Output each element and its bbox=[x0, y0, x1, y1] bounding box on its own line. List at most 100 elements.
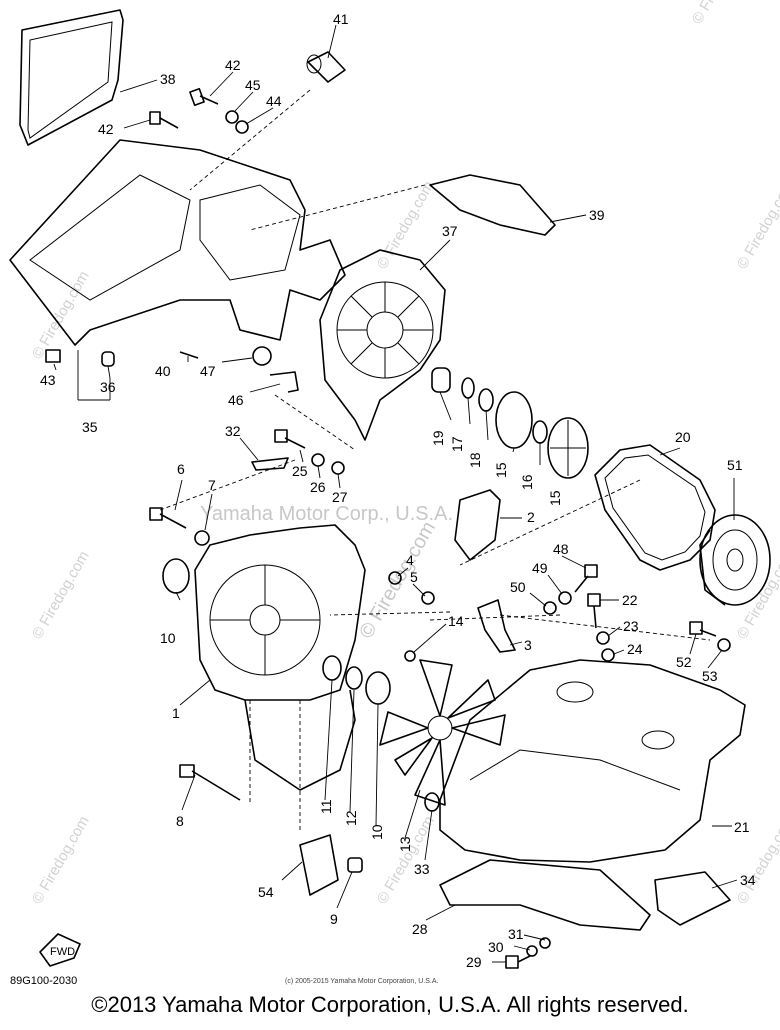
fan-case-1 bbox=[194, 524, 366, 791]
clip-40 bbox=[179, 351, 199, 359]
callout-28: 28 bbox=[412, 921, 428, 937]
washer-30 bbox=[526, 945, 538, 957]
bolt-22 bbox=[587, 593, 601, 629]
panel-39 bbox=[429, 174, 556, 236]
cover-plate-54 bbox=[299, 834, 339, 896]
bolt-8 bbox=[179, 764, 241, 801]
callout-46: 46 bbox=[228, 392, 244, 408]
pulley-51 bbox=[699, 514, 771, 606]
callout-4: 4 bbox=[406, 552, 414, 568]
watermark-site: © Firedog.com bbox=[355, 518, 440, 643]
fan-housing-37 bbox=[319, 249, 446, 441]
bolt-25 bbox=[274, 429, 306, 449]
callout-9: 9 bbox=[330, 911, 338, 927]
bearing-10b bbox=[365, 671, 391, 705]
callout-26: 26 bbox=[310, 479, 326, 495]
watermark-site: © Firedog.com bbox=[734, 178, 780, 272]
diagram-code: 89G100-2030 bbox=[10, 975, 77, 987]
assembly-lines bbox=[159, 89, 711, 830]
callout-13: 13 bbox=[397, 836, 413, 852]
nut-27 bbox=[331, 461, 345, 475]
nut-50 bbox=[543, 601, 557, 615]
callout-36: 36 bbox=[100, 379, 116, 395]
v-belt-20 bbox=[594, 444, 716, 571]
small-copyright: (c) 2005-2015 Yamaha Motor Corporation, … bbox=[285, 978, 438, 985]
screw-4 bbox=[388, 571, 402, 585]
callout-42: 42 bbox=[98, 121, 114, 137]
bolt-43 bbox=[45, 349, 61, 363]
callout-41: 41 bbox=[333, 11, 349, 27]
washer-31 bbox=[539, 937, 551, 949]
plate-34 bbox=[654, 871, 731, 926]
callout-49: 49 bbox=[532, 560, 548, 576]
callout-16: 16 bbox=[519, 474, 535, 490]
callout-33: 33 bbox=[414, 861, 430, 877]
watermark-site: © Firedog.com bbox=[29, 813, 93, 907]
leader-lines bbox=[53, 24, 738, 963]
callout-45: 45 bbox=[245, 77, 261, 93]
fan-13 bbox=[379, 659, 506, 806]
watermark-site: © Firedog.com bbox=[29, 548, 93, 642]
callout-34: 34 bbox=[740, 872, 756, 888]
callout-7: 7 bbox=[208, 477, 216, 493]
collar-11 bbox=[322, 655, 342, 681]
grommet-14 bbox=[404, 650, 416, 662]
callout-43: 43 bbox=[40, 372, 56, 388]
watermark-site: © Firedog.com bbox=[29, 268, 93, 362]
washer-17 bbox=[461, 377, 475, 399]
callout-15: 15 bbox=[493, 462, 509, 478]
callout-12: 12 bbox=[343, 810, 359, 826]
washer-53 bbox=[717, 638, 731, 652]
callout-labels: 41 38 42 45 44 42 39 37 43 36 40 47 46 3… bbox=[40, 11, 756, 970]
bearing-10a bbox=[162, 558, 190, 594]
bolt-6 bbox=[149, 507, 187, 529]
callout-1: 1 bbox=[172, 705, 180, 721]
callout-15: 15 bbox=[547, 490, 563, 506]
bolt-42a bbox=[189, 87, 219, 107]
callout-25: 25 bbox=[292, 463, 308, 479]
lower-belt-cover-21 bbox=[439, 659, 746, 863]
pulley-half-15b bbox=[547, 417, 589, 479]
washer-23 bbox=[596, 631, 610, 645]
spacer-16 bbox=[532, 420, 548, 444]
callout-19: 19 bbox=[430, 430, 446, 446]
callout-31: 31 bbox=[508, 926, 524, 942]
callout-51: 51 bbox=[727, 457, 743, 473]
cover-2 bbox=[454, 489, 501, 561]
callout-29: 29 bbox=[466, 954, 482, 970]
watermark-site: © Firedog.com bbox=[374, 178, 438, 272]
fwd-label: FWD bbox=[50, 946, 75, 958]
callout-2: 2 bbox=[527, 509, 535, 525]
callout-37: 37 bbox=[442, 223, 458, 239]
callout-30: 30 bbox=[488, 939, 504, 955]
washer-26 bbox=[311, 453, 325, 467]
callout-8: 8 bbox=[176, 813, 184, 829]
pulley-half-15a bbox=[495, 391, 533, 449]
callout-23: 23 bbox=[623, 618, 639, 634]
callout-27: 27 bbox=[332, 489, 348, 505]
washer-5 bbox=[421, 591, 435, 605]
washer-7 bbox=[194, 530, 210, 546]
callout-20: 20 bbox=[675, 429, 691, 445]
footer-copyright: ©2013 Yamaha Motor Corporation, U.S.A. A… bbox=[91, 992, 689, 1017]
washer-49 bbox=[558, 591, 572, 605]
callout-38: 38 bbox=[160, 71, 176, 87]
bracket-46 bbox=[269, 371, 299, 393]
watermark-site: © Firedog.com bbox=[689, 0, 753, 27]
callout-54: 54 bbox=[258, 884, 274, 900]
callout-10: 10 bbox=[369, 824, 385, 840]
washer-18 bbox=[478, 388, 494, 412]
callout-47: 47 bbox=[200, 363, 216, 379]
collar-19 bbox=[431, 367, 451, 393]
watermark-main: Yamaha Motor Corp., U.S.A. bbox=[200, 503, 453, 525]
callout-35: 35 bbox=[82, 419, 98, 435]
callout-22: 22 bbox=[622, 592, 638, 608]
bolt-29 bbox=[505, 955, 531, 969]
washer-44 bbox=[235, 120, 249, 134]
gasket-38 bbox=[19, 9, 124, 146]
callout-10: 10 bbox=[160, 630, 176, 646]
callout-3: 3 bbox=[524, 637, 532, 653]
callout-32: 32 bbox=[225, 423, 241, 439]
callout-48: 48 bbox=[553, 541, 569, 557]
spacer-12 bbox=[345, 666, 363, 690]
